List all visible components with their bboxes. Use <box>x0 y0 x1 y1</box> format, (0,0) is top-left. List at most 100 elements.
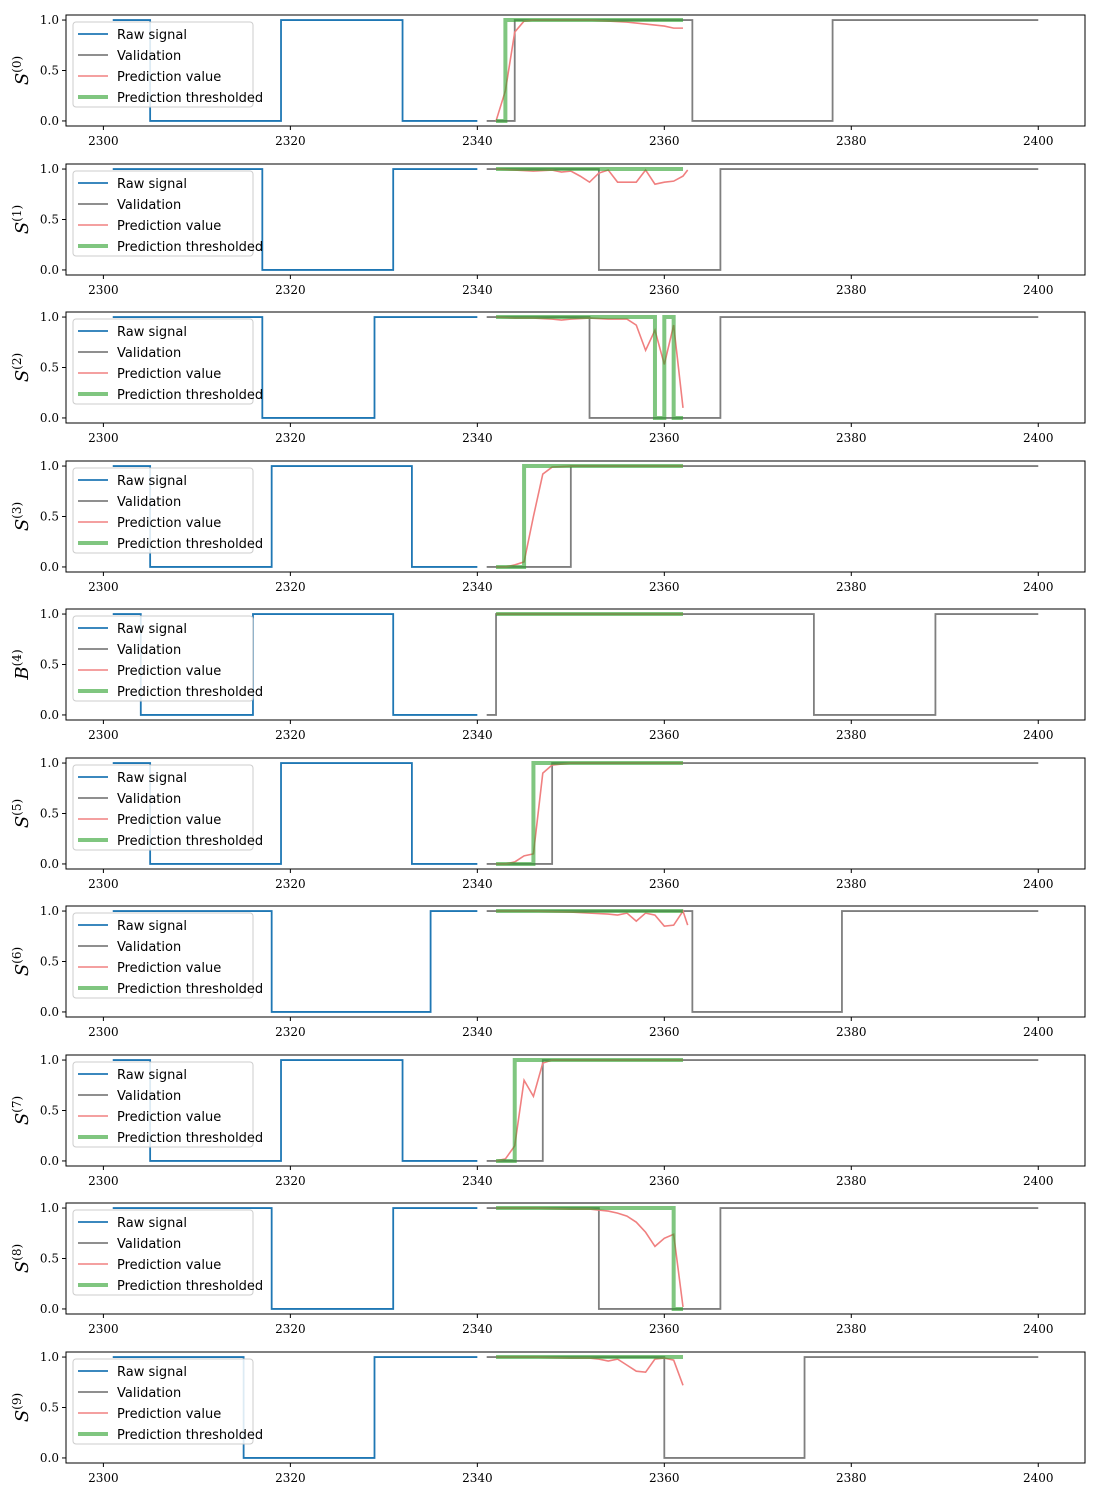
x-tick-label: 2380 <box>836 877 867 891</box>
x-tick-label: 2300 <box>88 728 119 742</box>
series-line-prediction-thresholded <box>496 315 684 420</box>
y-tick-label: 1.0 <box>40 607 59 621</box>
series-line-prediction-value <box>496 1355 684 1386</box>
legend-label: Prediction value <box>117 367 221 382</box>
x-tick-label: 2380 <box>836 580 867 594</box>
x-tick-label: 2320 <box>275 431 306 445</box>
y-tick-label: 1.0 <box>40 1201 59 1215</box>
y-axis-label: S(3) <box>10 501 33 530</box>
series-line-prediction-value <box>495 1058 684 1162</box>
y-tick-label: 0.0 <box>40 114 59 128</box>
x-tick-label: 2360 <box>649 728 680 742</box>
legend-label: Prediction thresholded <box>117 1131 263 1146</box>
y-tick-label: 0.5 <box>40 212 59 226</box>
legend-label: Validation <box>117 1237 181 1252</box>
legend-label: Raw signal <box>117 1365 187 1380</box>
y-axis-label: S(9) <box>10 1392 33 1421</box>
x-tick-label: 2380 <box>836 283 867 297</box>
x-tick-label: 2360 <box>649 1322 680 1336</box>
x-tick-label: 2300 <box>88 1322 119 1336</box>
x-tick-label: 2340 <box>462 283 493 297</box>
x-tick-label: 2340 <box>462 877 493 891</box>
x-tick-label: 2340 <box>462 580 493 594</box>
x-tick-label: 2340 <box>462 1471 493 1485</box>
legend-label: Raw signal <box>117 325 187 340</box>
x-tick-label: 2320 <box>275 1174 306 1188</box>
legend-label: Raw signal <box>117 1068 187 1083</box>
x-tick-label: 2300 <box>88 580 119 594</box>
y-tick-label: 0.0 <box>40 708 59 722</box>
x-tick-label: 2320 <box>275 283 306 297</box>
y-tick-label: 0.5 <box>40 1400 59 1414</box>
legend-label: Raw signal <box>117 622 187 637</box>
y-axis-label: S(5) <box>10 798 33 827</box>
legend-label: Prediction value <box>117 664 221 679</box>
y-tick-label: 0.0 <box>40 1153 59 1167</box>
y-tick-label: 1.0 <box>40 162 59 176</box>
y-tick-label: 1.0 <box>40 904 59 918</box>
y-tick-label: 0.0 <box>40 1302 59 1316</box>
y-tick-label: 0.5 <box>40 1103 59 1117</box>
x-tick-label: 2300 <box>88 134 119 148</box>
y-tick-label: 0.5 <box>40 806 59 820</box>
x-tick-label: 2380 <box>836 431 867 445</box>
legend-label: Raw signal <box>117 919 187 934</box>
x-tick-label: 2400 <box>1023 580 1054 594</box>
legend-label: Validation <box>117 643 181 658</box>
x-tick-label: 2400 <box>1023 1471 1054 1485</box>
legend-label: Validation <box>117 49 181 64</box>
series-line-validation <box>486 761 1039 865</box>
x-tick-label: 2320 <box>275 728 306 742</box>
legend-label: Validation <box>117 346 181 361</box>
x-tick-label: 2360 <box>649 1471 680 1485</box>
x-tick-label: 2380 <box>836 728 867 742</box>
legend-label: Raw signal <box>117 177 187 192</box>
y-tick-label: 0.5 <box>40 509 59 523</box>
series-line-validation <box>486 613 1039 716</box>
x-tick-label: 2400 <box>1023 283 1054 297</box>
x-tick-label: 2400 <box>1023 728 1054 742</box>
series-line-prediction-value <box>496 909 689 928</box>
series-line-prediction-thresholded <box>496 463 684 569</box>
y-tick-label: 1.0 <box>40 1350 59 1364</box>
legend-label: Validation <box>117 940 181 955</box>
x-tick-label: 2400 <box>1023 1174 1054 1188</box>
legend-label: Prediction thresholded <box>117 685 263 700</box>
series-line-prediction-value <box>495 167 689 185</box>
legend-label: Prediction thresholded <box>117 388 263 403</box>
legend-label: Prediction value <box>117 961 221 976</box>
series-line-prediction-thresholded <box>496 1206 684 1311</box>
y-tick-label: 1.0 <box>40 310 59 324</box>
legend-label: Prediction value <box>117 70 221 85</box>
legend-label: Prediction value <box>117 1258 221 1273</box>
series-line-raw-signal <box>112 316 478 419</box>
series-line-validation <box>486 1058 1039 1162</box>
y-tick-label: 0.0 <box>40 559 59 573</box>
series-line-validation <box>486 1207 1039 1310</box>
series-line-validation <box>486 19 1039 122</box>
series-line-prediction-value <box>496 761 684 865</box>
y-axis-label: S(0) <box>10 56 33 85</box>
x-tick-label: 2340 <box>462 1322 493 1336</box>
y-tick-label: 0.0 <box>40 262 59 276</box>
y-tick-label: 0.0 <box>40 856 59 870</box>
series-line-prediction-thresholded <box>496 18 684 123</box>
y-axis-label: S(7) <box>10 1095 33 1124</box>
series-line-prediction-value <box>496 1207 684 1308</box>
x-tick-label: 2320 <box>275 134 306 148</box>
legend-label: Validation <box>117 1386 181 1401</box>
series-line-raw-signal <box>112 1207 478 1310</box>
